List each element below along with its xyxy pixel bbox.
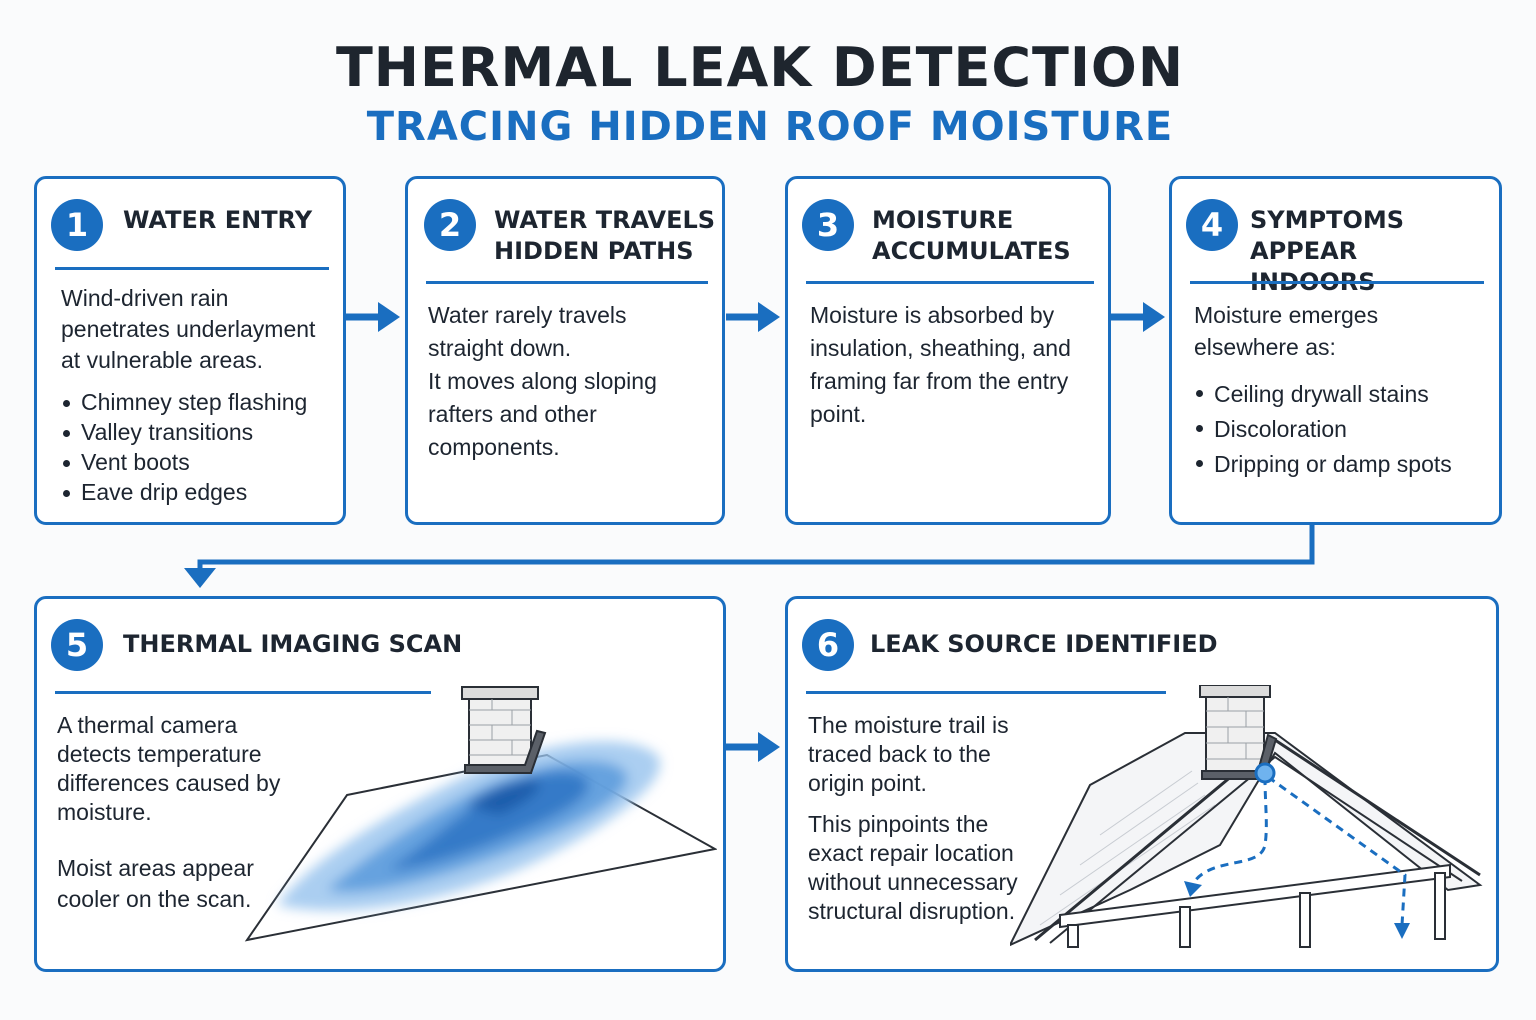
step-2-card: 2 WATER TRAVELS HIDDEN PATHS Water rarel… — [405, 176, 725, 525]
thermal-scan-roof-icon — [244, 686, 717, 942]
step-4-paragraph: Moisture emerges elsewhere as: — [1194, 302, 1379, 360]
arrow-right-icon — [726, 302, 780, 332]
list-item: Vent boots — [61, 447, 341, 477]
step-6-paragraph-2: This pinpoints the exact repair location… — [808, 811, 1018, 924]
step-3-card: 3 MOISTURE ACCUMULATES Moisture is absor… — [785, 176, 1111, 525]
page-title: THERMAL LEAK DETECTION — [335, 36, 1185, 99]
step-1-card: 1 WATER ENTRY Wind-driven rain penetrate… — [34, 176, 346, 525]
step-5-badge: 5 — [51, 619, 103, 671]
step-2-paragraph-2: It moves along sloping rafters and other… — [428, 368, 657, 460]
arrow-right-icon — [726, 732, 780, 762]
step-1-text: Wind-driven rain penetrates underlayment… — [61, 283, 331, 376]
connector-arrow — [184, 522, 1315, 588]
list-item: Ceiling drywall stains — [1194, 377, 1494, 412]
step-6-divider — [806, 691, 1166, 694]
step-2-paragraph-1: Water rarely travels straight down. — [428, 302, 627, 361]
step-1-badge: 1 — [51, 199, 103, 251]
step-6-title: LEAK SOURCE IDENTIFIED — [870, 630, 1218, 658]
step-1-title: WATER ENTRY — [123, 206, 313, 234]
step-5-paragraph-1: A thermal camera detects temperature dif… — [57, 712, 281, 825]
step-4-bullets: Ceiling drywall stains Discoloration Dri… — [1194, 377, 1494, 482]
page-subtitle: TRACING HIDDEN ROOF MOISTURE — [366, 104, 1174, 150]
step-3-badge: 3 — [802, 199, 854, 251]
step-1-bullets: Chimney step flashing Valley transitions… — [61, 387, 341, 507]
step-6-text: The moisture trail is traced back to the… — [808, 711, 1018, 926]
roof-cross-section-icon — [1010, 685, 1483, 948]
step-4-title: SYMPTOMS APPEAR INDOORS — [1250, 206, 1405, 296]
step-5-card: 5 THERMAL IMAGING SCAN A thermal camera … — [34, 596, 726, 972]
moisture-origin-marker-icon — [1254, 762, 1276, 784]
list-item: Valley transitions — [61, 417, 341, 447]
step-3-divider — [806, 281, 1094, 284]
step-1-paragraph: Wind-driven rain penetrates underlayment… — [61, 285, 316, 373]
step-3-paragraph: Moisture is absorbed by insulation, shea… — [810, 302, 1071, 427]
step-2-text: Water rarely travels straight down. It m… — [428, 299, 708, 464]
step-5-divider — [55, 691, 431, 694]
step-3-title: MOISTURE ACCUMULATES — [872, 206, 1071, 265]
arrow-right-icon — [1111, 302, 1165, 332]
step-5-title: THERMAL IMAGING SCAN — [123, 630, 463, 658]
step-6-card: 6 LEAK SOURCE IDENTIFIED The moisture tr… — [785, 596, 1499, 972]
step-3-text: Moisture is absorbed by insulation, shea… — [810, 299, 1080, 431]
list-item: Dripping or damp spots — [1194, 447, 1494, 482]
step-5-text: A thermal camera detects temperature dif… — [57, 711, 307, 915]
step-4-divider — [1190, 281, 1484, 284]
step-4-text: Moisture emerges elsewhere as: — [1194, 299, 1434, 363]
step-6-paragraph-1: The moisture trail is traced back to the… — [808, 712, 1009, 796]
list-item: Discoloration — [1194, 412, 1494, 447]
step-2-title: WATER TRAVELS HIDDEN PATHS — [494, 206, 716, 265]
arrow-right-icon — [346, 302, 400, 332]
step-4-badge: 4 — [1186, 199, 1238, 251]
step-1-divider — [55, 267, 329, 270]
step-2-badge: 2 — [424, 199, 476, 251]
step-6-badge: 6 — [802, 619, 854, 671]
list-item: Chimney step flashing — [61, 387, 341, 417]
step-4-card: 4 SYMPTOMS APPEAR INDOORS Moisture emerg… — [1169, 176, 1502, 525]
list-item: Eave drip edges — [61, 477, 341, 507]
step-5-paragraph-2: Moist areas appear cooler on the scan. — [57, 855, 254, 912]
step-2-divider — [426, 281, 708, 284]
